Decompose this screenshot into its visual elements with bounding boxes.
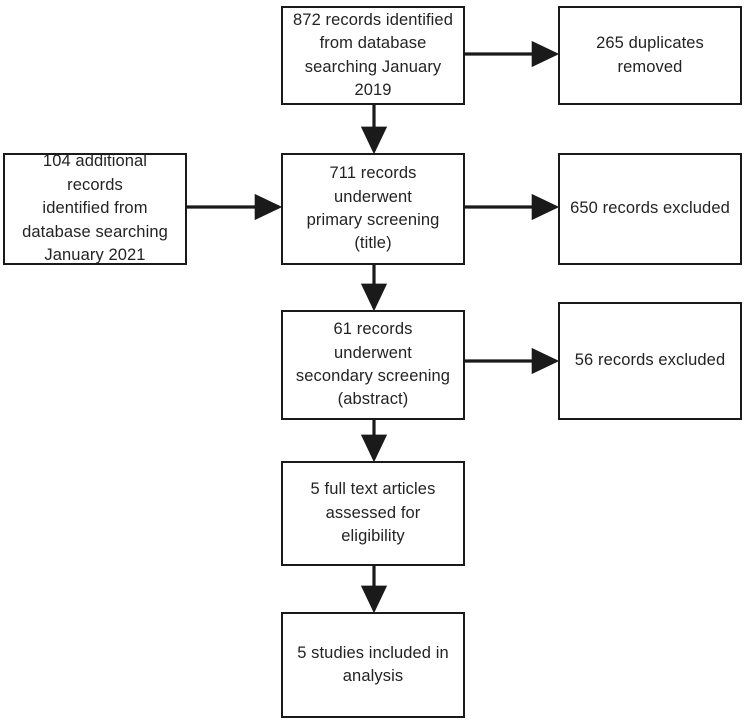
flow-box-duplicates-removed: 265 duplicates removed xyxy=(558,6,742,105)
flow-box-primary-screening: 711 records underwent primary screening … xyxy=(281,153,465,265)
flow-box-full-text-assessed: 5 full text articles assessed for eligib… xyxy=(281,461,465,566)
flow-box-records-excluded-primary: 650 records excluded xyxy=(558,153,742,265)
flow-box-records-excluded-secondary: 56 records excluded xyxy=(558,302,742,420)
flow-box-additional-records: 104 additional records identified from d… xyxy=(3,152,187,265)
flow-box-studies-included: 5 studies included in analysis xyxy=(281,612,465,718)
flow-box-secondary-screening: 61 records underwent secondary screening… xyxy=(281,310,465,420)
flow-box-records-identified: 872 records identified from database sea… xyxy=(281,6,465,105)
